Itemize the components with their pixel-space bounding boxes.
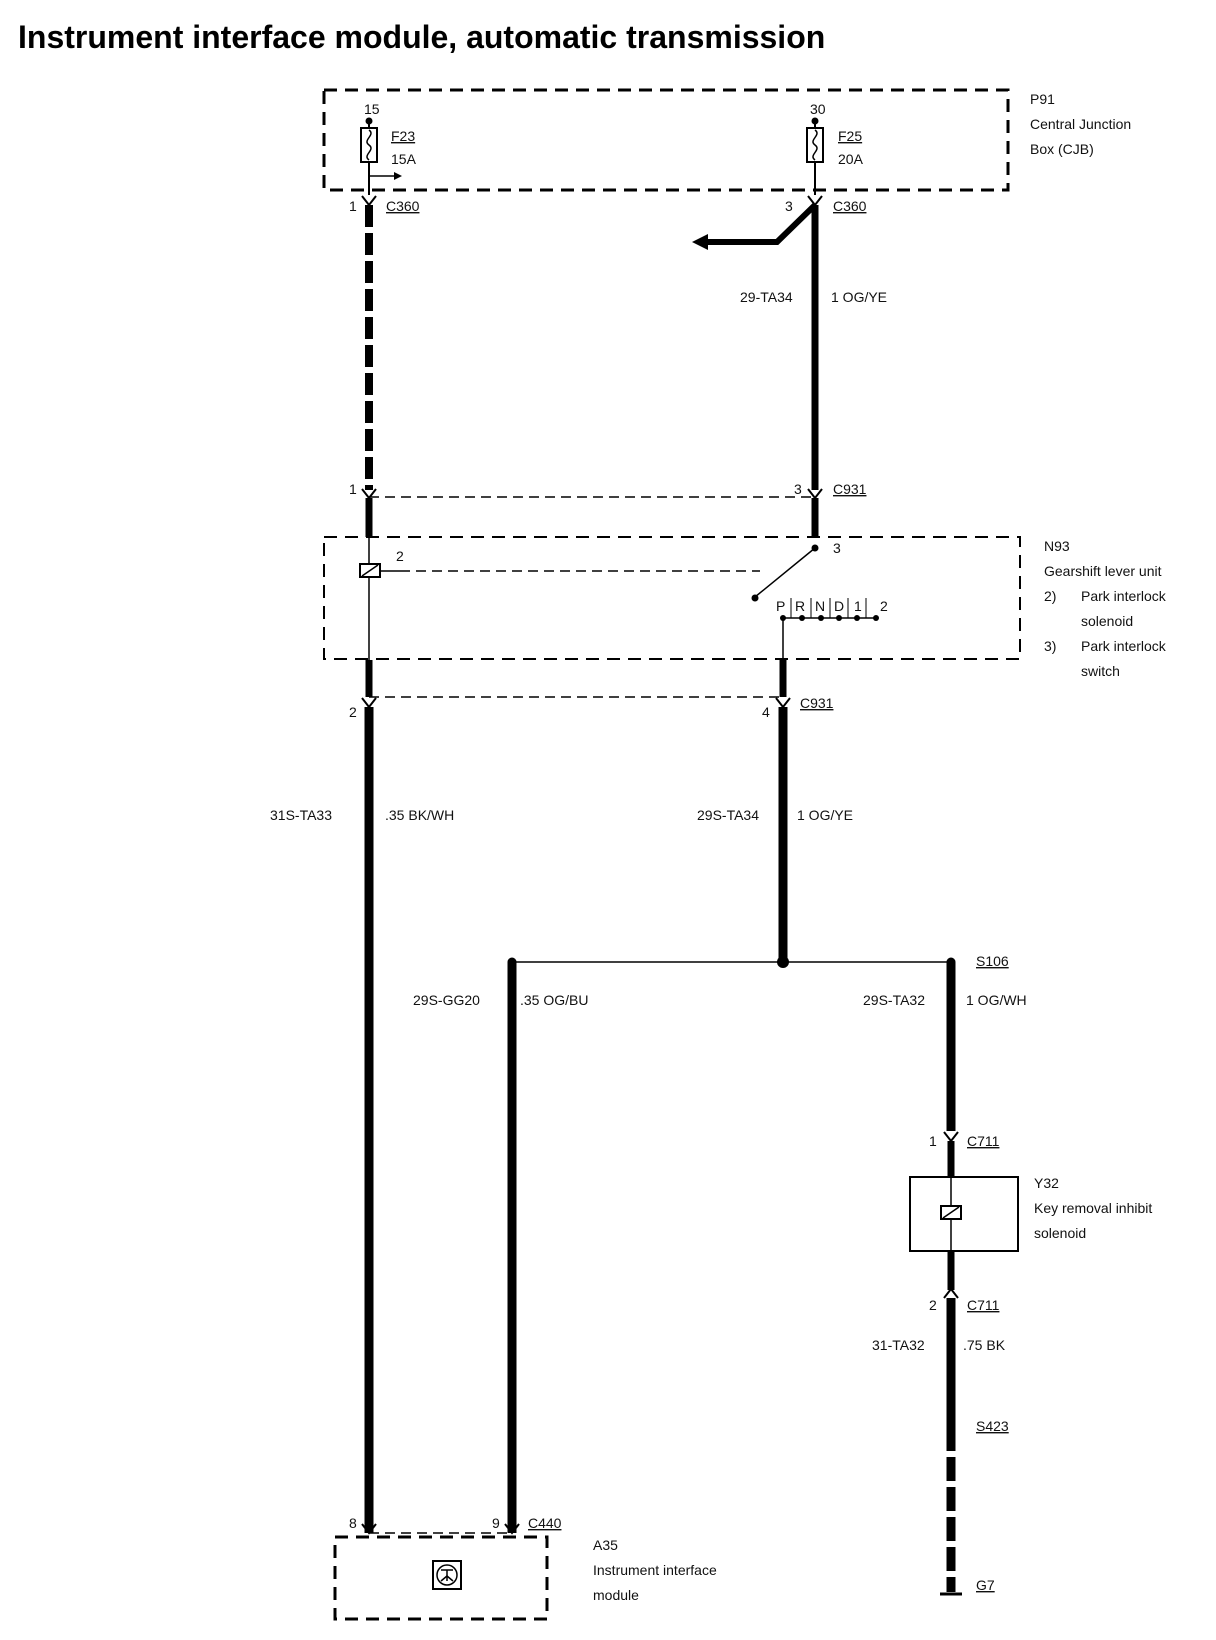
wire-29-ta34-circuit: 29-TA34 [740,289,793,305]
n93-item2-num: 2) [1044,588,1056,604]
c360-left-name: C360 [386,198,420,214]
n93-box [323,536,1021,660]
c711-bottom-pin: 2 [929,1297,937,1313]
f23-rating: 15A [391,151,417,167]
f23-pin: 15 [364,101,380,117]
branch-arrow-icon [692,234,708,250]
c440-pin-left: 8 [349,1515,357,1531]
wire-29s-gg20-spec: .35 OG/BU [520,992,588,1008]
a35-name-line2: module [593,1587,639,1603]
c711-bottom-name: C711 [967,1297,1000,1313]
wire-branch [706,202,818,245]
c931-bottom-right-arrow [775,697,791,709]
y32-name-line2: solenoid [1034,1225,1086,1241]
g7-name: G7 [976,1577,995,1593]
gear-r: R [795,598,805,614]
wire-31-ta32-circuit: 31-TA32 [872,1337,925,1353]
n93-item3-line2: switch [1081,663,1120,679]
c360-left-pin: 1 [349,198,357,214]
key-removal-inhibit-solenoid-icon [940,1177,962,1251]
c931-top-pin-right: 3 [794,481,802,497]
connector-c360-left [361,195,377,207]
c711-top-pin: 1 [929,1133,937,1149]
s106-name: S106 [976,953,1009,969]
n93-pin-solenoid: 2 [396,548,404,564]
wire-29s-ta32-circuit: 29S-TA32 [863,992,925,1008]
n93-name: Gearshift lever unit [1044,563,1162,579]
wire-29s-ta32-spec: 1 OG/WH [966,992,1027,1008]
s423-name: S423 [976,1418,1009,1434]
c931-top-pin-left: 1 [349,481,357,497]
wire-31s-ta33-circuit: 31S-TA33 [270,807,332,823]
c711-top-arrow [943,1131,959,1143]
c931-bottom-name: C931 [800,695,834,711]
n93-item2-line1: Park interlock [1081,588,1167,604]
connector-c360-right [807,195,823,207]
wire-31s-ta33-spec: .35 BK/WH [385,807,454,823]
page-title: Instrument interface module, automatic t… [18,19,825,55]
n93-id: N93 [1044,538,1070,554]
park-interlock-switch-icon [751,544,819,602]
n93-item2-line2: solenoid [1081,613,1133,629]
c931-top-name: C931 [833,481,867,497]
n93-pin-switch: 3 [833,540,841,556]
c931-bottom-pin-right: 4 [762,704,770,720]
c931-bottom-left-arrow [361,697,377,709]
wire-29s-ta34-spec: 1 OG/YE [797,807,853,823]
c440-left-arrow [361,1523,377,1535]
fuse-f23 [360,117,402,195]
f25-pin: 30 [810,101,826,117]
p91-name-line1: Central Junction [1030,116,1131,132]
f25-rating: 20A [838,151,864,167]
gear-2: 2 [880,598,888,614]
gear-p: P [776,598,785,614]
wire-29-ta34-spec: 1 OG/YE [831,289,887,305]
c711-top-name: C711 [967,1133,1000,1149]
gear-selector-contacts [780,598,879,660]
c440-right-arrow [504,1523,520,1535]
fuse-f25 [806,117,824,195]
c360-right-name: C360 [833,198,867,214]
wire-29s-ta34-circuit: 29S-TA34 [697,807,759,823]
y32-id: Y32 [1034,1175,1059,1191]
gear-1: 1 [854,598,862,614]
y32-name-line1: Key removal inhibit [1034,1200,1152,1216]
p91-name-line2: Box (CJB) [1030,141,1094,157]
wire-29s-gg20-circuit: 29S-GG20 [413,992,480,1008]
c440-name: C440 [528,1515,562,1531]
p91-id: P91 [1030,91,1055,107]
f23-name: F23 [391,128,415,144]
f25-name: F25 [838,128,862,144]
y32-box [909,1176,1019,1252]
n93-item3-num: 3) [1044,638,1056,654]
gear-n: N [815,598,825,614]
c711-bottom-arrow [943,1287,959,1299]
c440-pin-right: 9 [492,1515,500,1531]
c360-right-pin: 3 [785,198,793,214]
gear-d: D [834,598,844,614]
wire-31-ta32-spec: .75 BK [963,1337,1006,1353]
a35-name-line1: Instrument interface [593,1562,717,1578]
a35-box [333,1535,549,1621]
p91-box [322,88,1010,192]
c931-bottom-pin-left: 2 [349,704,357,720]
park-interlock-solenoid-icon [359,563,381,578]
n93-item3-line1: Park interlock [1081,638,1167,654]
a35-id: A35 [593,1537,618,1553]
electronic-module-icon [432,1560,462,1590]
splice-s106-node [777,956,789,968]
